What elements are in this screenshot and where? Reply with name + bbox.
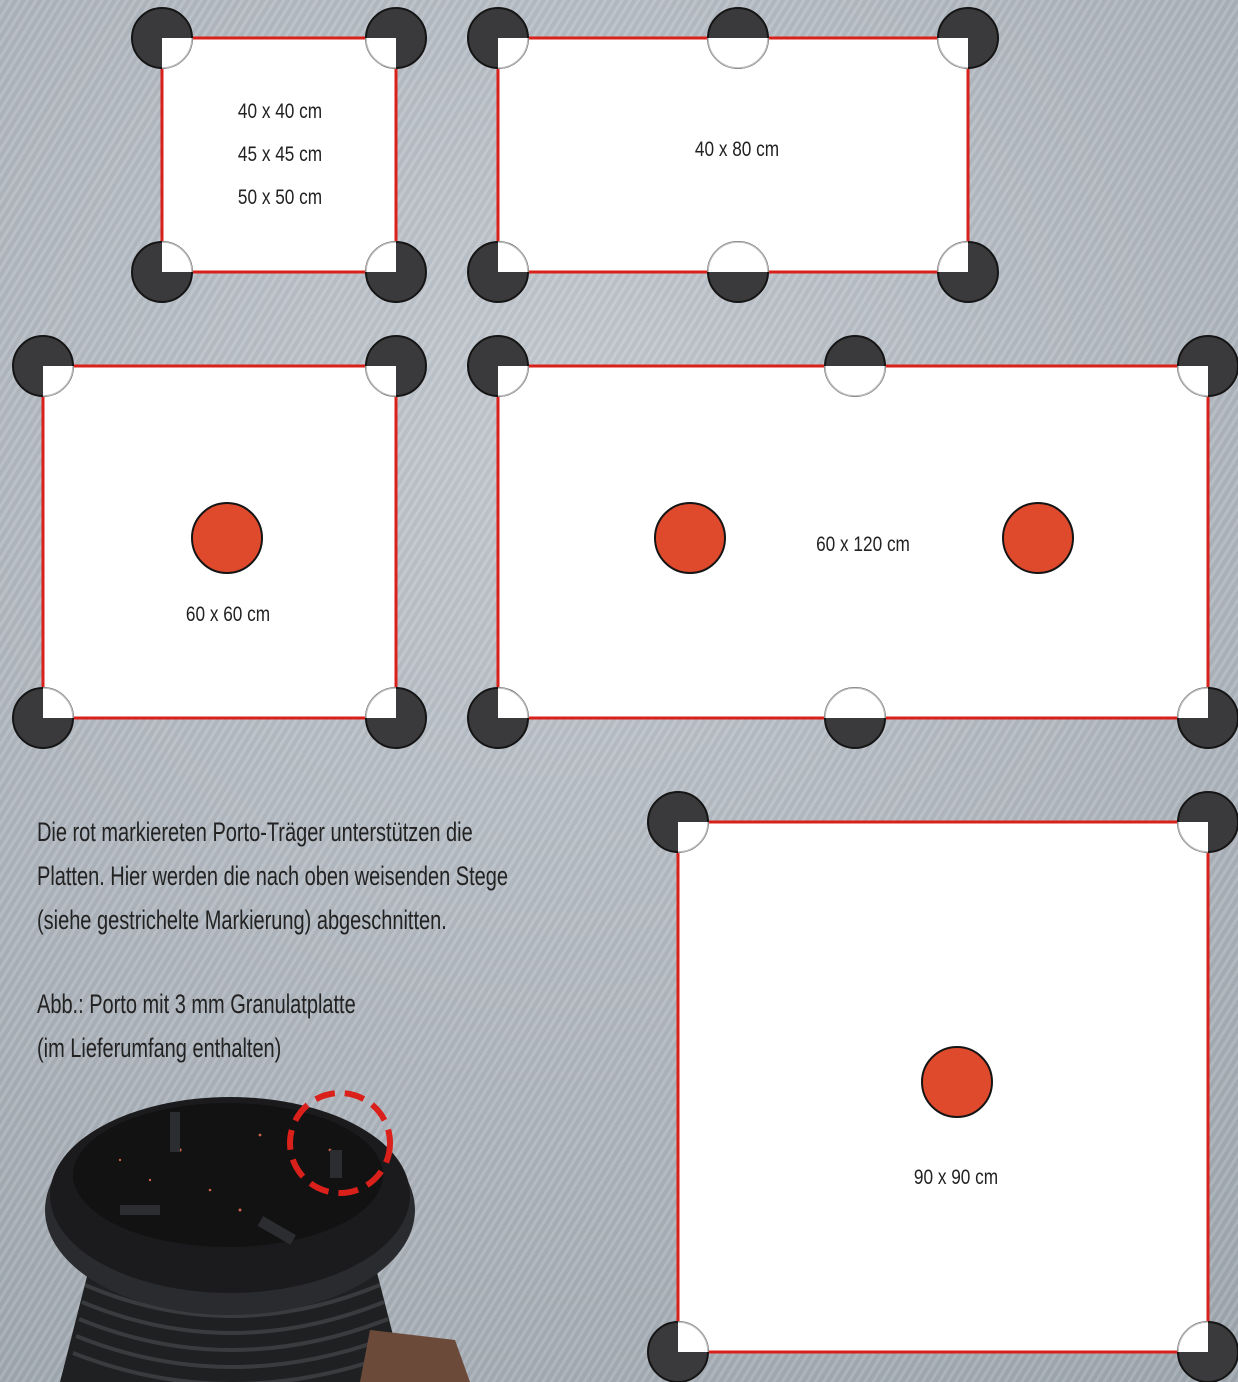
plate-label: 45 x 45 cm bbox=[231, 143, 329, 167]
support-circle bbox=[648, 792, 708, 852]
support-circle bbox=[468, 688, 528, 748]
plate-label: 90 x 90 cm bbox=[907, 1166, 1005, 1190]
support-circle bbox=[1178, 792, 1238, 852]
support-circle bbox=[366, 242, 426, 302]
support-circle bbox=[648, 1322, 708, 1382]
support-circle bbox=[825, 336, 885, 396]
support-circle bbox=[1178, 688, 1238, 748]
plate-label: 50 x 50 cm bbox=[231, 186, 329, 210]
support-circle bbox=[13, 688, 73, 748]
support-circle bbox=[1178, 1322, 1238, 1382]
plate-label: 60 x 60 cm bbox=[179, 603, 277, 627]
center-support-circle bbox=[655, 503, 725, 573]
support-circle bbox=[132, 242, 192, 302]
support-circle bbox=[825, 688, 885, 748]
description-line: (siehe gestrichelte Markierung) abgeschn… bbox=[37, 898, 508, 942]
support-circle bbox=[366, 336, 426, 396]
caption-line: Abb.: Porto mit 3 mm Granulatplatte bbox=[37, 982, 356, 1026]
support-circle bbox=[132, 8, 192, 68]
center-support-circle bbox=[192, 503, 262, 573]
caption-text: Abb.: Porto mit 3 mm Granulatplatte (im … bbox=[37, 982, 356, 1070]
support-circle bbox=[468, 242, 528, 302]
center-support-circle bbox=[922, 1047, 992, 1117]
support-circle bbox=[1178, 336, 1238, 396]
support-circle bbox=[366, 8, 426, 68]
plate-label: 60 x 120 cm bbox=[806, 533, 921, 557]
plate-label: 40 x 40 cm bbox=[231, 100, 329, 124]
support-circle bbox=[938, 242, 998, 302]
support-circle bbox=[708, 8, 768, 68]
support-circle bbox=[468, 336, 528, 396]
description-line: Platten. Hier werden die nach oben weise… bbox=[37, 854, 508, 898]
support-circle bbox=[708, 242, 768, 302]
center-support-circle bbox=[1003, 503, 1073, 573]
porto-pedestal-image bbox=[45, 1097, 470, 1382]
support-circle bbox=[13, 336, 73, 396]
plate-label: 40 x 80 cm bbox=[688, 138, 786, 162]
support-circle bbox=[938, 8, 998, 68]
support-circle bbox=[468, 8, 528, 68]
description-line: Die rot markiereten Porto-Träger unterst… bbox=[37, 810, 508, 854]
support-circle bbox=[366, 688, 426, 748]
caption-line: (im Lieferumfang enthalten) bbox=[37, 1026, 356, 1070]
description-text: Die rot markiereten Porto-Träger unterst… bbox=[37, 810, 508, 942]
